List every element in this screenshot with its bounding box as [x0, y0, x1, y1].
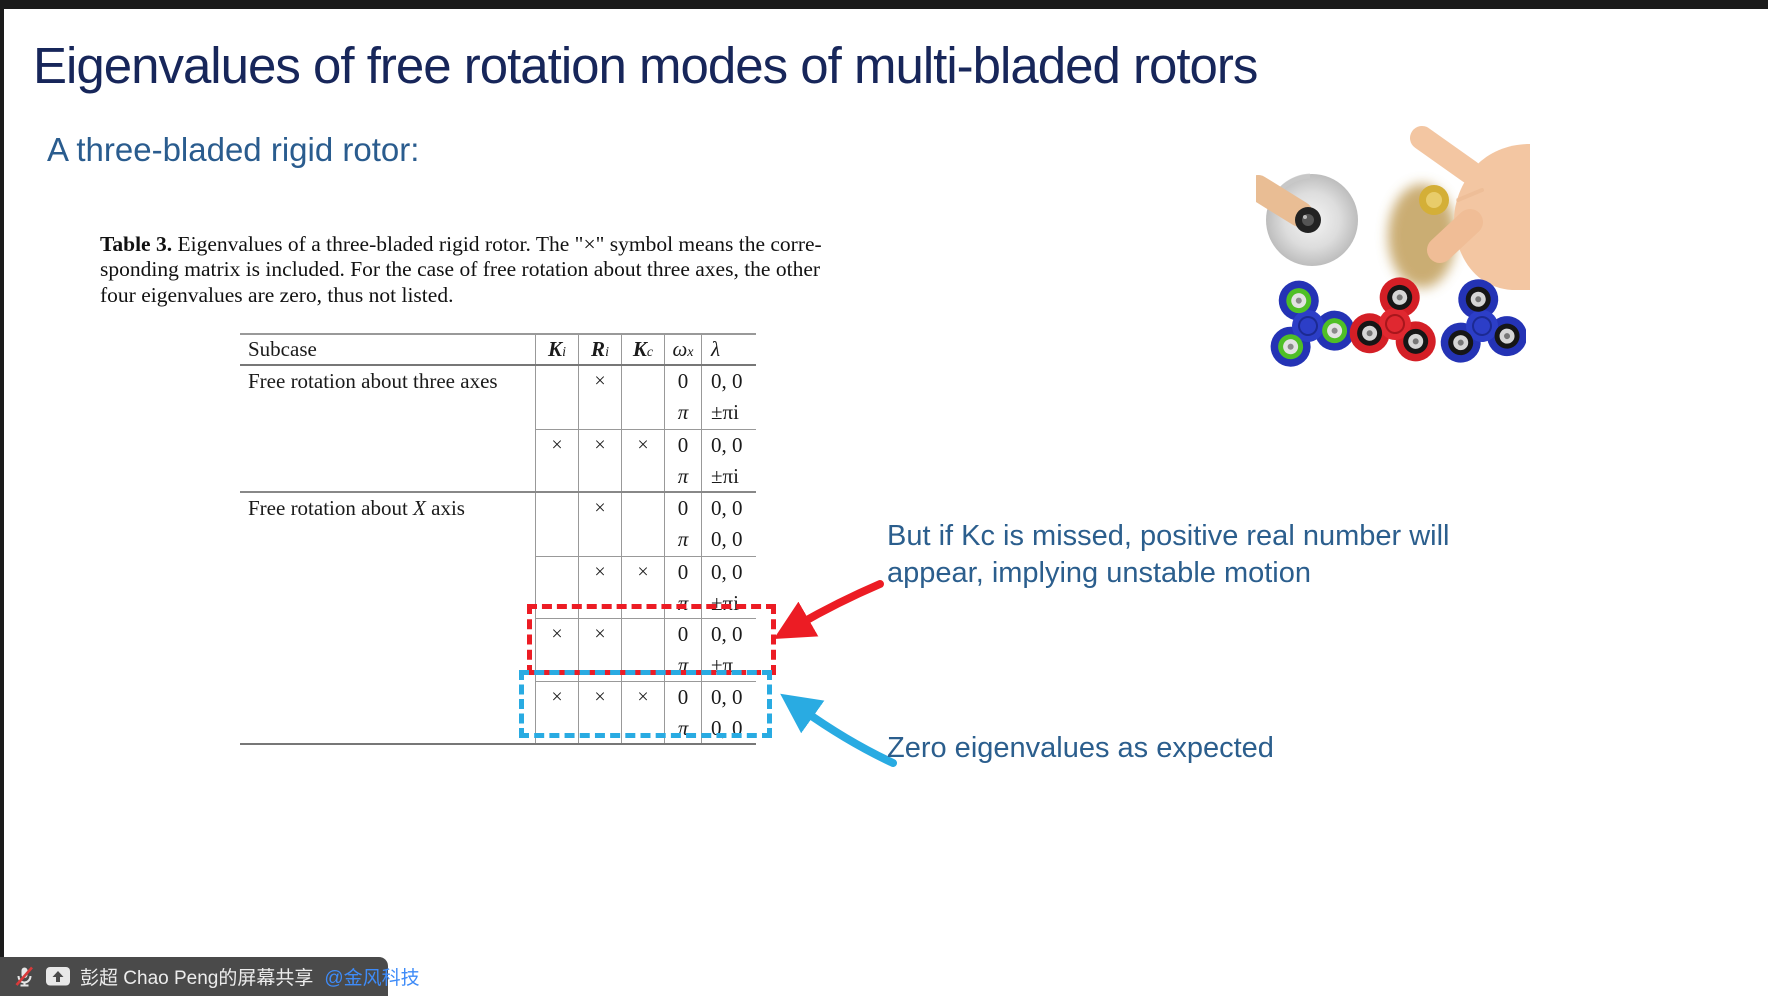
red-dashed-highlight	[527, 604, 776, 675]
matrix-included-cell: ×	[535, 618, 578, 681]
subcase-cell: Free rotation about X axis	[248, 496, 465, 520]
share-speaker-label: 彭超 Chao Peng的屏幕共享	[80, 968, 314, 989]
matrix-included-cell: ×	[535, 428, 578, 491]
finger-spinning-photo	[1256, 173, 1358, 266]
hand-shape	[1410, 126, 1530, 290]
lambda-cell: 0, 0±πi	[701, 428, 756, 491]
red-spinner	[1349, 277, 1436, 362]
matrix-included-cell: ×	[578, 428, 621, 491]
share-mention-link[interactable]: @金风科技	[324, 968, 420, 989]
subcase-cell	[240, 618, 535, 681]
cyan-arrow	[780, 693, 897, 767]
matrix-included-cell: ×	[578, 366, 621, 429]
slide-title: Eigenvalues of free rotation modes of mu…	[33, 37, 1258, 94]
matrix-included-cell	[535, 366, 578, 429]
annotation-kc-missed: But if Kc is missed, positive real numbe…	[887, 520, 1450, 589]
window-border-left	[0, 0, 4, 996]
matrix-included-cell: ×	[578, 680, 621, 743]
caption-line-1: Table 3. Eigenvalues of a three-bladed r…	[100, 232, 822, 256]
hand-spinner-photo	[1388, 126, 1530, 290]
red-arrow	[773, 580, 884, 639]
lambda-cell: 0, 0±πi	[701, 555, 756, 618]
lambda-cell: 0, 0±πi	[701, 366, 756, 429]
matrix-included-cell	[621, 366, 664, 429]
fidget-spinners-photo	[1270, 277, 1526, 367]
matrix-included-cell: ×	[578, 618, 621, 681]
matrix-included-cell	[535, 555, 578, 618]
matrix-included-cell: ×	[578, 555, 621, 618]
screen-share-bar[interactable]: 彭超 Chao Peng的屏幕共享 @金风科技	[0, 957, 420, 996]
finger-shape	[1256, 175, 1313, 227]
matrix-included-cell	[621, 493, 664, 556]
blue-spinner	[1440, 279, 1526, 363]
column-header-subcase: Subcase	[248, 337, 317, 361]
matrix-included-cell	[535, 493, 578, 556]
matrix-included-cell: ×	[621, 680, 664, 743]
microphone-muted-icon[interactable]	[13, 965, 36, 988]
table-caption: Table 3. Eigenvalues of a three-bladed r…	[100, 232, 910, 308]
column-header-λ: λ	[701, 335, 756, 364]
screen-share-icon[interactable]	[45, 965, 71, 988]
matrix-included-cell: ×	[621, 555, 664, 618]
subcase-cell	[240, 681, 535, 744]
caption-label: Table 3.	[100, 232, 173, 256]
slide-subtitle: A three-bladed rigid rotor:	[47, 131, 420, 168]
cyan-dashed-highlight	[519, 670, 772, 738]
matrix-included-cell: ×	[535, 680, 578, 743]
subcase-cell: Free rotation about three axes	[248, 369, 498, 393]
window-border-top	[0, 0, 1768, 9]
subcase-cell	[240, 429, 535, 492]
caption-line-3: four eigenvalues are zero, thus not list…	[100, 282, 454, 307]
subcase-cell	[240, 556, 535, 619]
matrix-included-cell: ×	[578, 493, 621, 556]
blue-green-spinner	[1270, 280, 1355, 367]
annotation-zero-eigenvalues: Zero eigenvalues as expected	[887, 732, 1274, 764]
caption-line-2: sponding matrix is included. For the cas…	[100, 257, 821, 282]
matrix-included-cell	[621, 618, 664, 681]
matrix-included-cell: ×	[621, 428, 664, 491]
